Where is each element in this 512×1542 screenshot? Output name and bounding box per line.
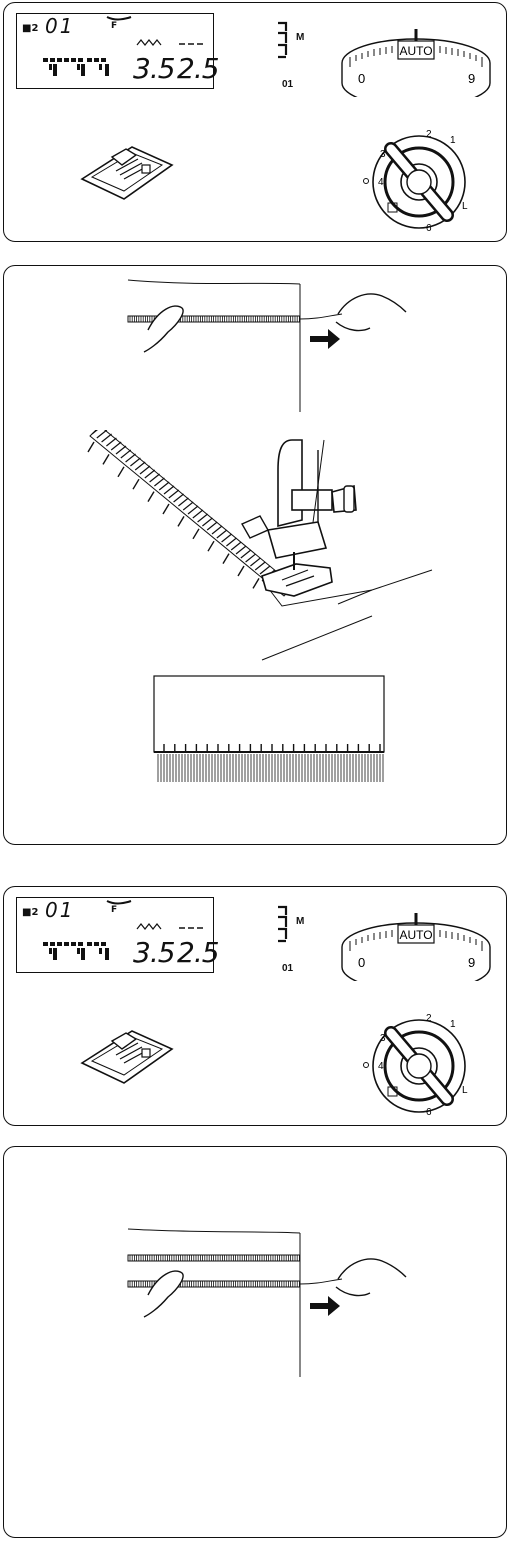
dial-number-3: 3 bbox=[380, 149, 386, 160]
stitch-width-value: 3.5 bbox=[133, 52, 176, 85]
indicator-pattern: 01 bbox=[282, 963, 294, 974]
double-seam-panel bbox=[3, 1146, 507, 1538]
stitch-indicator: M 01 bbox=[274, 19, 304, 90]
dial-number-4: 4 bbox=[378, 1061, 384, 1072]
fabric-pull-illustration bbox=[127, 279, 407, 412]
indicator-pattern: 01 bbox=[282, 79, 294, 90]
mode-label: M bbox=[296, 916, 305, 927]
hand-icon-right bbox=[335, 293, 407, 332]
dial-number-6: 6 bbox=[426, 1107, 432, 1118]
right-arrow-icon bbox=[310, 1296, 340, 1316]
stitch-length-value: 2.5 bbox=[177, 52, 220, 85]
length-symbol-icon bbox=[179, 927, 203, 929]
right-arrow-icon bbox=[310, 329, 340, 349]
dial-number-2: 2 bbox=[426, 1013, 432, 1024]
dial-dot-icon bbox=[363, 1062, 369, 1068]
tension-min-label: 0 bbox=[358, 955, 365, 970]
sewing-machine-foot-icon bbox=[87, 430, 433, 661]
pattern-number: 01 bbox=[45, 14, 75, 38]
thread-tension-dial-2[interactable]: AUTO 0 9 bbox=[336, 911, 496, 981]
dial-number-2: 2 bbox=[426, 129, 432, 140]
tension-max-label: 9 bbox=[468, 955, 475, 970]
lcd-display: ■2 01 F 3.5 2.5 bbox=[16, 13, 220, 89]
stitched-fabric-result bbox=[153, 675, 385, 782]
pattern-number: 01 bbox=[45, 898, 75, 922]
tension-auto-label: AUTO bbox=[399, 928, 432, 942]
double-seam-illustration bbox=[127, 1228, 407, 1377]
stitch-indicator-2: M 01 bbox=[274, 903, 304, 974]
dial-number-4: 4 bbox=[378, 177, 384, 188]
foot-code: F bbox=[111, 905, 118, 915]
memory-icon: ■2 bbox=[22, 23, 39, 34]
dial-number-6: 6 bbox=[426, 223, 432, 234]
tension-min-label: 0 bbox=[358, 71, 365, 86]
stitch-selector-dial-2[interactable]: 1 2 3 4 L 6 bbox=[364, 1011, 474, 1121]
hand-icon-right bbox=[335, 1258, 407, 1297]
foot-icon bbox=[106, 16, 132, 21]
dial-number-1: 1 bbox=[450, 135, 456, 146]
settings-panel-top: ■2 01 F 3.5 2.5 bbox=[3, 2, 507, 242]
hand-icon bbox=[143, 305, 184, 353]
width-symbol-icon bbox=[136, 923, 162, 930]
straight-stitch-icon bbox=[278, 21, 288, 59]
thread-tension-dial[interactable]: AUTO 0 9 bbox=[336, 27, 496, 97]
stitch-width-value: 3.5 bbox=[133, 936, 176, 969]
dial-number-1: 1 bbox=[450, 1019, 456, 1030]
mode-label: M bbox=[296, 32, 305, 43]
length-symbol-icon bbox=[179, 43, 203, 45]
satin-stitch-foot-icon bbox=[80, 1030, 174, 1084]
satin-stitch-foot-icon bbox=[80, 146, 174, 200]
dial-dot-icon bbox=[363, 178, 369, 184]
stitch-pattern-icon bbox=[43, 942, 109, 960]
tension-auto-label: AUTO bbox=[399, 44, 432, 58]
stitch-length-value: 2.5 bbox=[177, 936, 220, 969]
tension-max-label: 9 bbox=[468, 71, 475, 86]
foot-icon bbox=[106, 900, 132, 905]
stitch-selector-dial[interactable]: 1 2 3 4 L 6 bbox=[364, 127, 474, 237]
settings-panel-bottom: ■2 01 F 3.5 2.5 bbox=[3, 886, 507, 1126]
dial-number-3: 3 bbox=[380, 1033, 386, 1044]
straight-stitch-icon bbox=[278, 905, 288, 943]
dial-number-L: L bbox=[462, 1085, 468, 1096]
width-symbol-icon bbox=[136, 39, 162, 46]
dial-number-L: L bbox=[462, 201, 468, 212]
foot-code: F bbox=[111, 21, 118, 31]
lcd-display-2: ■2 01 F 3.5 2.5 bbox=[16, 897, 220, 973]
hand-icon bbox=[143, 1270, 184, 1318]
memory-icon: ■2 bbox=[22, 907, 39, 918]
sewing-illustration-panel bbox=[3, 265, 507, 845]
stitch-pattern-icon bbox=[43, 58, 109, 76]
